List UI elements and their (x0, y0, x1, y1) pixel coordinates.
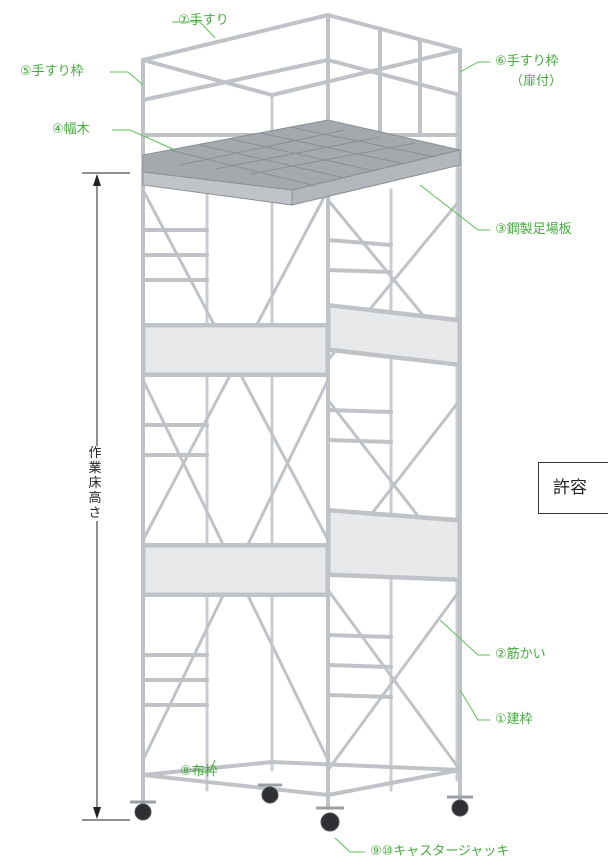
label-handrail-frame-door: ⑥手すり枠 (495, 54, 559, 69)
label-handrail-frame-door-sub: （扉付） (510, 74, 563, 89)
allowable-callout: 許容 (538, 462, 608, 514)
label-brace: ②筋かい (495, 647, 546, 662)
working-floor-height-label: 作業床高さ (87, 446, 103, 521)
label-main-frame: ①建枠 (495, 712, 533, 727)
label-toe-board: ④幅木 (52, 122, 90, 137)
label-handrail-frame: ⑤手すり枠 (20, 64, 84, 79)
label-caster-jack: ⑨⑩キャスタージャッキ (370, 844, 510, 859)
label-handrail: ⑦手すり (178, 13, 229, 28)
label-cloth-frame: ⑧布枠 (180, 764, 218, 779)
label-steel-platform: ③鋼製足場板 (495, 222, 572, 237)
